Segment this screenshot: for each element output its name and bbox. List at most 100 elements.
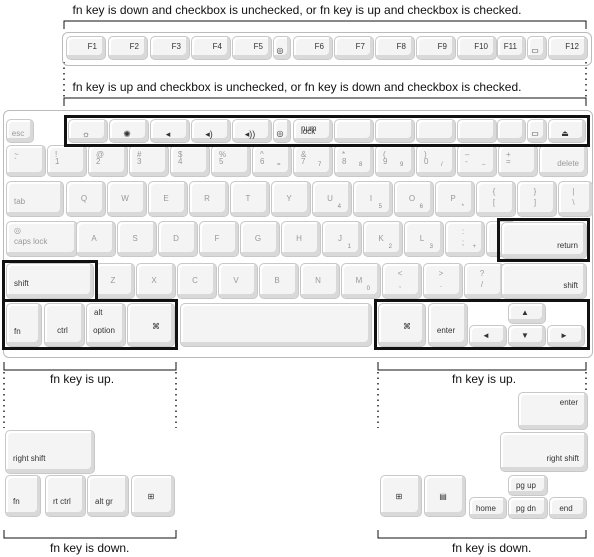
media-key-1[interactable]: ☼ xyxy=(68,119,108,143)
key-g[interactable]: G xyxy=(240,221,280,257)
key-v[interactable]: V xyxy=(218,263,258,299)
number-key-6[interactable]: %5 xyxy=(211,145,251,177)
widget-key[interactable]: ▭ xyxy=(527,36,547,60)
pc-enter-key[interactable]: enter xyxy=(518,392,588,430)
delete-key[interactable]: delete xyxy=(539,145,588,177)
left-shift-key[interactable]: shift xyxy=(6,263,94,299)
pc-windows-key-left[interactable]: ⊞ xyxy=(131,475,175,517)
esc-key[interactable]: esc xyxy=(6,119,34,143)
pc-pg-dn-key[interactable]: pg dn xyxy=(508,497,548,519)
punct-key-1[interactable]: <, xyxy=(382,263,422,299)
number-key-11[interactable]: )0/ xyxy=(416,145,456,177)
key-r[interactable]: R xyxy=(189,181,229,217)
media-blank-key-3[interactable] xyxy=(416,119,456,143)
media-blank-key-2[interactable] xyxy=(375,119,415,143)
fkey-f12[interactable]: F12 xyxy=(548,36,588,60)
key-s[interactable]: S xyxy=(117,221,157,257)
fkey-f2[interactable]: F2 xyxy=(108,36,148,60)
key-z[interactable]: Z xyxy=(95,263,135,299)
fkey-f3[interactable]: F3 xyxy=(150,36,190,60)
pc-end-key[interactable]: end xyxy=(549,497,587,519)
number-key-13[interactable]: += xyxy=(498,145,538,177)
arrow-right-key[interactable]: ► xyxy=(547,325,585,347)
bracket-key-1[interactable]: {[ xyxy=(476,181,516,217)
key-y[interactable]: Y xyxy=(271,181,311,217)
key-b[interactable]: B xyxy=(259,263,299,299)
pc-windows-key-right[interactable]: ⊞ xyxy=(380,475,422,517)
command-key-left[interactable]: ⌘ xyxy=(127,303,175,347)
media-key-2[interactable]: ✺ xyxy=(109,119,149,143)
command-key-right[interactable]: ⌘ xyxy=(378,303,426,347)
key-q[interactable]: Q xyxy=(66,181,106,217)
fkey-f11[interactable]: F11 xyxy=(497,36,526,60)
return-key[interactable]: return xyxy=(501,222,587,259)
media-blank-key-5[interactable] xyxy=(497,119,526,143)
key-h[interactable]: H xyxy=(281,221,321,257)
eject-key[interactable]: ⏏ xyxy=(548,119,586,143)
number-key-12[interactable]: –-– xyxy=(457,145,497,177)
pc-alt-gr-key[interactable]: alt gr xyxy=(87,475,129,517)
fkey-f7[interactable]: F7 xyxy=(334,36,374,60)
arrow-up-key[interactable]: ▲ xyxy=(508,303,546,324)
fkey-f9[interactable]: F9 xyxy=(416,36,456,60)
number-key-3[interactable]: @2 xyxy=(88,145,128,177)
right-shift-key[interactable]: shift xyxy=(501,263,587,299)
key-a[interactable]: A xyxy=(76,221,116,257)
key-f[interactable]: F xyxy=(199,221,239,257)
media-key-3[interactable]: ◂ xyxy=(150,119,190,143)
number-key-2[interactable]: !1 xyxy=(47,145,87,177)
fkey-f6[interactable]: F6 xyxy=(293,36,333,60)
fn-key[interactable]: fn xyxy=(6,303,42,347)
key-p[interactable]: P* xyxy=(435,181,475,217)
fkey-f5[interactable]: F5 xyxy=(232,36,272,60)
bracket-key-3[interactable]: |\ xyxy=(558,181,593,217)
media-key-4[interactable]: ◂) xyxy=(191,119,231,143)
key-w[interactable]: W xyxy=(107,181,147,217)
media-key-5[interactable]: ◂)) xyxy=(232,119,272,143)
media-blank-key-4[interactable] xyxy=(457,119,497,143)
punct-key-2[interactable]: >. xyxy=(423,263,463,299)
pc-right-shift-key-left[interactable]: right shift xyxy=(5,430,95,474)
enter-key[interactable]: enter xyxy=(428,303,468,347)
pc-right-shift-key[interactable]: right shift xyxy=(500,432,588,472)
fkey-f10[interactable]: F10 xyxy=(457,36,497,60)
caps-lock-key[interactable]: ◎caps lock xyxy=(6,221,78,257)
pc-fn-key[interactable]: fn xyxy=(5,475,41,517)
arrow-down-key[interactable]: ▼ xyxy=(508,325,546,347)
media-blank-key-1[interactable] xyxy=(334,119,374,143)
fkey-f8[interactable]: F8 xyxy=(375,36,415,60)
arrow-left-key[interactable]: ◄ xyxy=(469,325,507,347)
pc-pg-up-key[interactable]: pg up xyxy=(508,475,548,496)
fkey-f4[interactable]: F4 xyxy=(191,36,231,60)
key-e[interactable]: E xyxy=(148,181,188,217)
number-key-7[interactable]: ^6= xyxy=(252,145,292,177)
ctrl-key[interactable]: ctrl xyxy=(44,303,85,347)
pc-rt-ctrl-key[interactable]: rt ctrl xyxy=(45,475,86,517)
pc-menu-key[interactable]: ▤ xyxy=(424,475,466,517)
key-n[interactable]: N xyxy=(300,263,340,299)
key-c[interactable]: C xyxy=(177,263,217,299)
bracket-key-2[interactable]: }] xyxy=(517,181,557,217)
media-dot-key[interactable]: ◎ xyxy=(273,119,291,143)
space-bar[interactable] xyxy=(180,303,372,347)
number-key-4[interactable]: #3 xyxy=(129,145,169,177)
media-widget-key[interactable]: ▭ xyxy=(527,119,547,143)
tab-key[interactable]: tab xyxy=(6,181,64,217)
number-key-1[interactable]: ~` xyxy=(6,145,46,177)
key-x[interactable]: X xyxy=(136,263,176,299)
punct-key-3[interactable]: ?/ xyxy=(464,263,504,299)
fkey-f1[interactable]: F1 xyxy=(66,36,106,60)
symbol-key-1[interactable]: :;+ xyxy=(445,221,485,257)
pc-home-key[interactable]: home xyxy=(469,497,507,519)
eject-dot-key[interactable]: ◎ xyxy=(273,36,291,60)
